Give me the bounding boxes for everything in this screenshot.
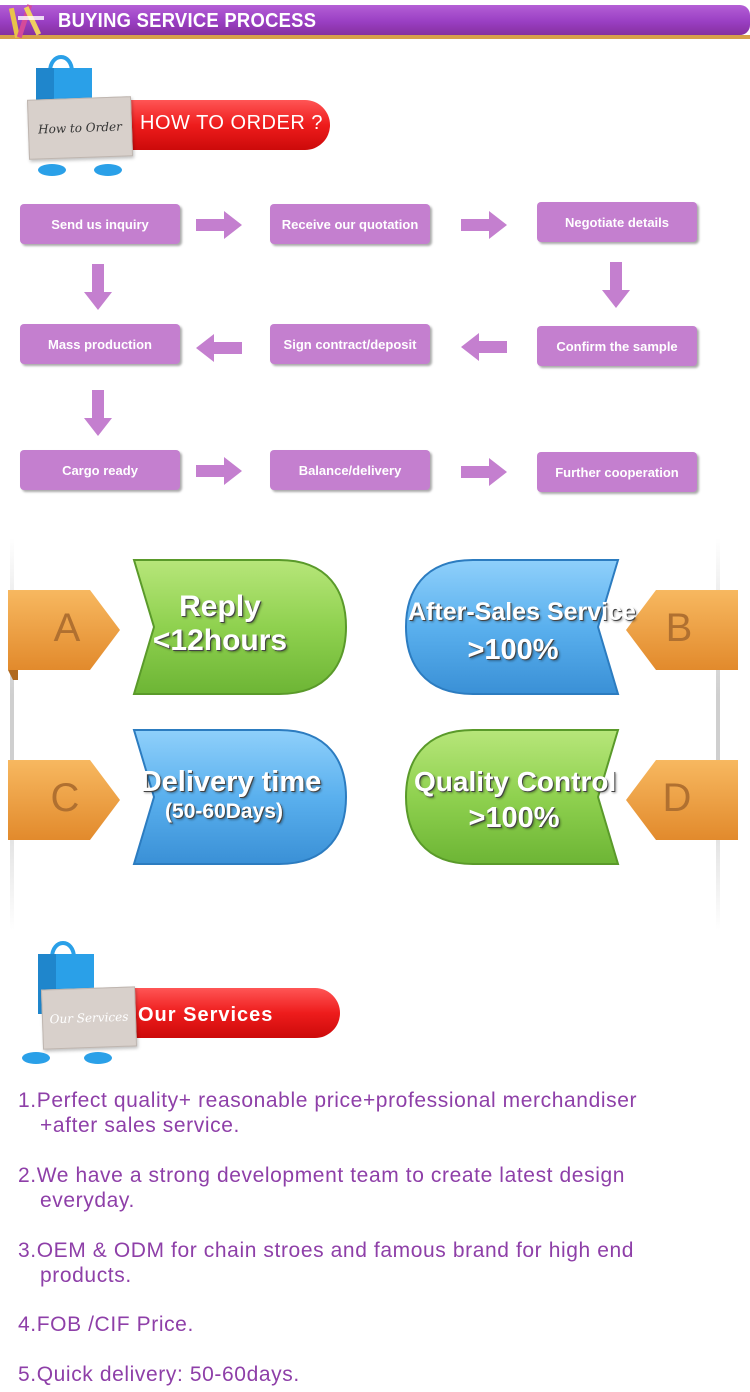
- service-item-text: 5.Quick delivery: 50-60days.: [18, 1363, 300, 1386]
- bubble-c-line2: (50-60Days): [165, 800, 283, 823]
- service-item-text-continued: products.: [40, 1264, 132, 1287]
- arrow-right-icon: [461, 458, 507, 486]
- tab-c-shape: [8, 760, 120, 840]
- arrow-right-icon: [196, 457, 242, 485]
- frame-line-left: [10, 538, 14, 930]
- mascot-feet: [38, 164, 66, 176]
- arrow-down-icon: [84, 390, 112, 436]
- bubble-a-line2: <12hours: [152, 624, 288, 657]
- badge-label: Our Services: [138, 1004, 274, 1026]
- header-bar: [0, 5, 750, 35]
- service-item-text: 4.FOB /CIF Price.: [18, 1313, 194, 1336]
- tab-a-shape: [8, 590, 120, 680]
- badge-label: HOW TO ORDER ?: [140, 112, 323, 134]
- arrow-right-icon: [196, 211, 242, 239]
- step-sign-contract: Sign contract/deposit: [270, 324, 430, 364]
- step-send-inquiry: Send us inquiry: [20, 204, 180, 244]
- mascot-feet: [94, 164, 122, 176]
- step-cargo-ready: Cargo ready: [20, 450, 180, 490]
- card-label: Our Services: [49, 1009, 129, 1027]
- service-item-2: 2.We have a strong development team to c…: [18, 1163, 733, 1213]
- header-underline: [0, 35, 750, 39]
- bubble-b-shape: [404, 559, 620, 695]
- arrow-left-icon: [461, 333, 507, 361]
- page-title: BUYING SERVICE PROCESS: [58, 10, 317, 32]
- tab-a-letter: A: [53, 606, 81, 650]
- service-item-5: 5.Quick delivery: 50-60days.: [18, 1362, 733, 1387]
- frame-line-right: [716, 538, 720, 930]
- tab-b-shape: [626, 590, 738, 670]
- step-balance-delivery: Balance/delivery: [270, 450, 430, 490]
- service-item-3: 3.OEM & ODM for chain stroes and famous …: [18, 1238, 733, 1288]
- step-further-cooperation: Further cooperation: [537, 452, 697, 492]
- service-item-text: 1.Perfect quality+ reasonable price+prof…: [18, 1089, 638, 1112]
- bubble-b-line2: >100%: [467, 634, 559, 666]
- how-to-order-badge: HOW TO ORDER ? How to Order: [14, 44, 334, 180]
- badge-red-ribbon: [104, 100, 330, 150]
- bubble-d-line2: >100%: [468, 802, 560, 834]
- arrow-down-icon: [84, 264, 112, 310]
- mascot-feet: [84, 1052, 112, 1064]
- service-item-text: 3.OEM & ODM for chain stroes and famous …: [18, 1239, 635, 1262]
- service-item-text-continued: +after sales service.: [40, 1114, 240, 1137]
- tab-b-letter: B: [665, 606, 693, 650]
- tab-d-letter: D: [662, 776, 692, 820]
- service-item-4: 4.FOB /CIF Price.: [18, 1312, 733, 1337]
- how-to-order-card: How to Order: [26, 96, 134, 160]
- bubble-d-line1: Quality Control: [414, 766, 617, 797]
- page-header: BUYING SERVICE PROCESS: [0, 0, 750, 42]
- our-services-card: Our Services: [40, 986, 138, 1050]
- arrow-right-icon: [461, 211, 507, 239]
- brand-logo-icon: [8, 4, 44, 39]
- bubble-b-line1: After-Sales Service: [408, 598, 636, 626]
- arrow-left-icon: [196, 334, 242, 362]
- tab-d-shape: [626, 760, 738, 840]
- bubble-d-shape: [404, 729, 620, 865]
- our-services-badge: Our Services Our Services: [14, 930, 344, 1070]
- step-mass-production: Mass production: [20, 324, 180, 364]
- tab-c-letter: C: [50, 776, 80, 820]
- bubble-a-line1: Reply: [179, 590, 261, 623]
- mascot-feet: [22, 1052, 50, 1064]
- service-item-text-continued: everyday.: [40, 1189, 135, 1212]
- step-negotiate-details: Negotiate details: [537, 202, 697, 242]
- step-confirm-sample: Confirm the sample: [537, 326, 697, 366]
- service-item-1: 1.Perfect quality+ reasonable price+prof…: [18, 1088, 733, 1138]
- bubble-c-shape: [132, 729, 348, 865]
- bubble-c-line1: Delivery time: [140, 766, 322, 798]
- badge-red-ribbon: [114, 988, 340, 1038]
- step-receive-quotation: Receive our quotation: [270, 204, 430, 244]
- service-item-text: 2.We have a strong development team to c…: [18, 1164, 626, 1187]
- bubble-a-shape: [132, 559, 348, 695]
- card-label: How to Order: [37, 119, 123, 137]
- arrow-down-icon: [602, 262, 630, 308]
